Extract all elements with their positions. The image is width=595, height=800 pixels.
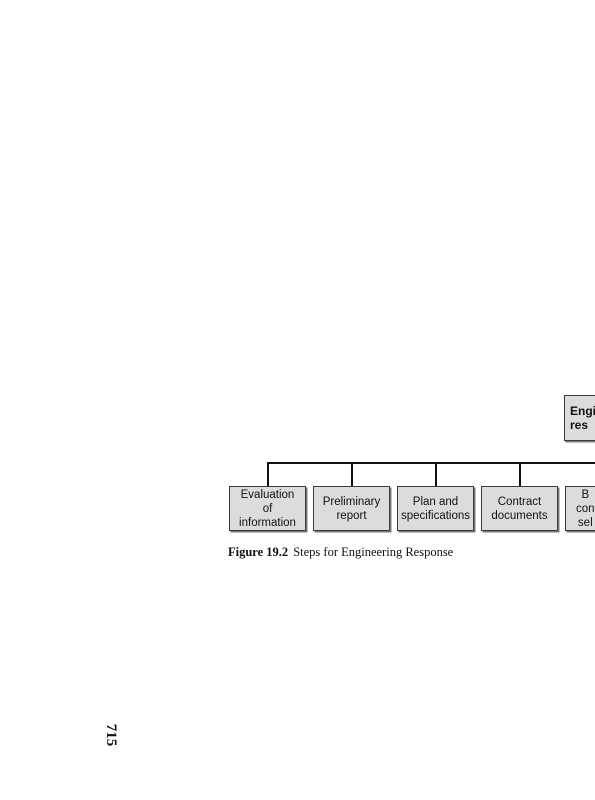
connector-drop-2 <box>351 462 353 486</box>
plan-and-specifications-box: Plan and specifications <box>397 486 474 531</box>
evaluation-of-information-box: Evaluation of information <box>229 486 306 531</box>
connector-drop-4 <box>519 462 521 486</box>
figure-number: Figure 19.2 <box>228 545 289 559</box>
connector-horizontal <box>267 462 595 464</box>
preliminary-report-box: Preliminary report <box>313 486 390 531</box>
figure-caption: Figure 19.2 Steps for Engineering Respons… <box>228 545 453 560</box>
figure-caption-text: Steps for Engineering Response <box>293 545 454 559</box>
engineering-response-box: Engi res <box>564 395 595 441</box>
page-number: 715 <box>103 723 120 747</box>
contractor-selection-box: B con sel <box>565 486 595 531</box>
connector-drop-1 <box>267 462 269 486</box>
contract-documents-box: Contract documents <box>481 486 558 531</box>
connector-drop-3 <box>435 462 437 486</box>
